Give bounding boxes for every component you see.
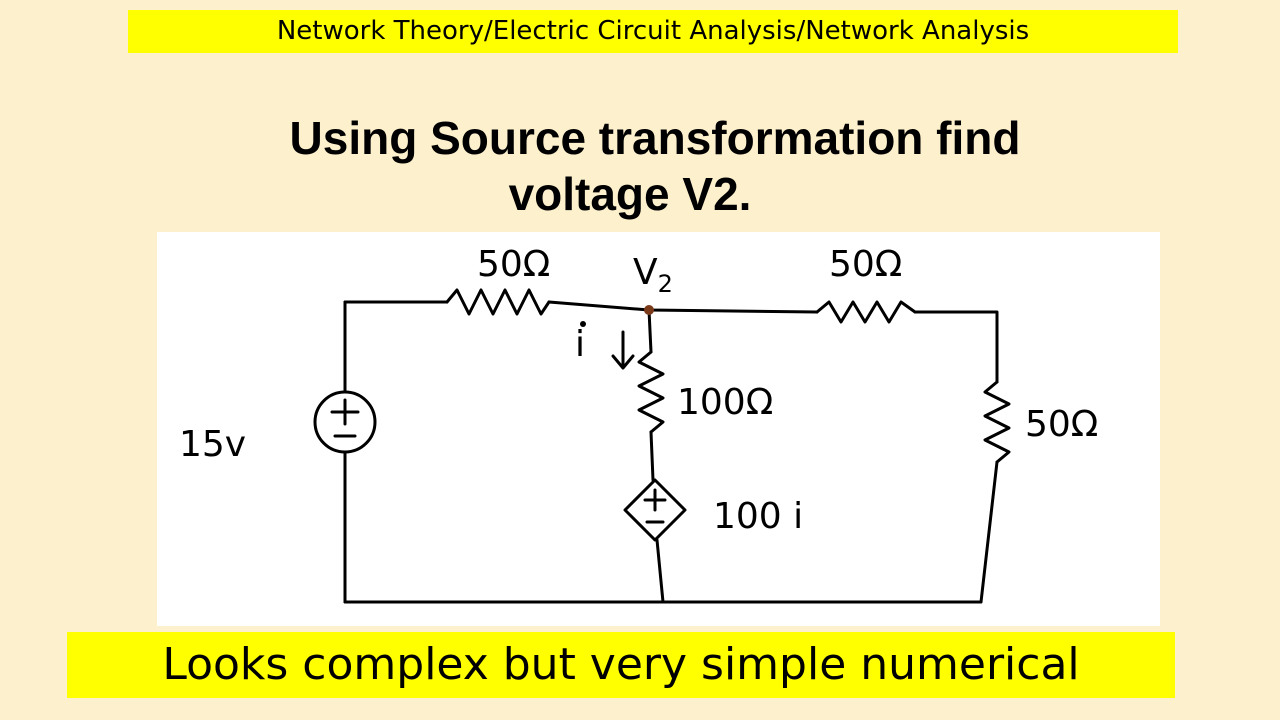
wire-middle-mid	[649, 430, 655, 482]
wire-middle-bottom	[655, 538, 665, 604]
title-line-2: voltage V2.	[508, 168, 752, 220]
resistor-top-left	[445, 288, 551, 316]
current-label-dot	[580, 321, 586, 327]
current-arrow	[611, 330, 635, 370]
label-resistor-top-left: 50Ω	[477, 244, 550, 285]
node-v-letter: V	[633, 252, 658, 293]
wire-right-bottom	[979, 460, 999, 604]
label-node-v2: V2	[633, 252, 673, 298]
wire-top-middle	[547, 300, 819, 314]
circuit-diagram: 50Ω V2 50Ω 100Ω 50Ω 15v 100 i i	[157, 232, 1160, 626]
circuit-svg: 50Ω V2 50Ω 100Ω 50Ω 15v 100 i i	[179, 244, 1098, 604]
title-line-1: Using Source transformation find	[289, 112, 1021, 164]
label-voltage-source: 15v	[179, 424, 246, 465]
topic-banner: Network Theory/Electric Circuit Analysis…	[128, 10, 1178, 53]
voltage-source-circle	[313, 390, 377, 454]
label-resistor-right: 50Ω	[1025, 404, 1098, 445]
junction-node-v2	[644, 305, 654, 315]
node-subscript: 2	[658, 270, 673, 298]
label-dependent-source: 100 i	[713, 496, 803, 537]
label-resistor-top-right: 50Ω	[829, 244, 902, 285]
label-resistor-middle: 100Ω	[677, 382, 773, 423]
caption-banner: Looks complex but very simple numerical	[67, 632, 1175, 698]
slide-title: Using Source transformation find voltage…	[0, 110, 1280, 222]
dependent-source-plus	[643, 488, 667, 512]
wire-middle-top	[647, 308, 653, 354]
voltage-source-plus	[330, 398, 360, 426]
label-current-i: i	[575, 324, 585, 365]
resistor-top-right	[815, 300, 917, 324]
resistor-middle	[637, 350, 665, 434]
wire-top-right	[913, 310, 999, 384]
dependent-source-diamond	[623, 478, 687, 542]
resistor-right	[983, 380, 1011, 464]
